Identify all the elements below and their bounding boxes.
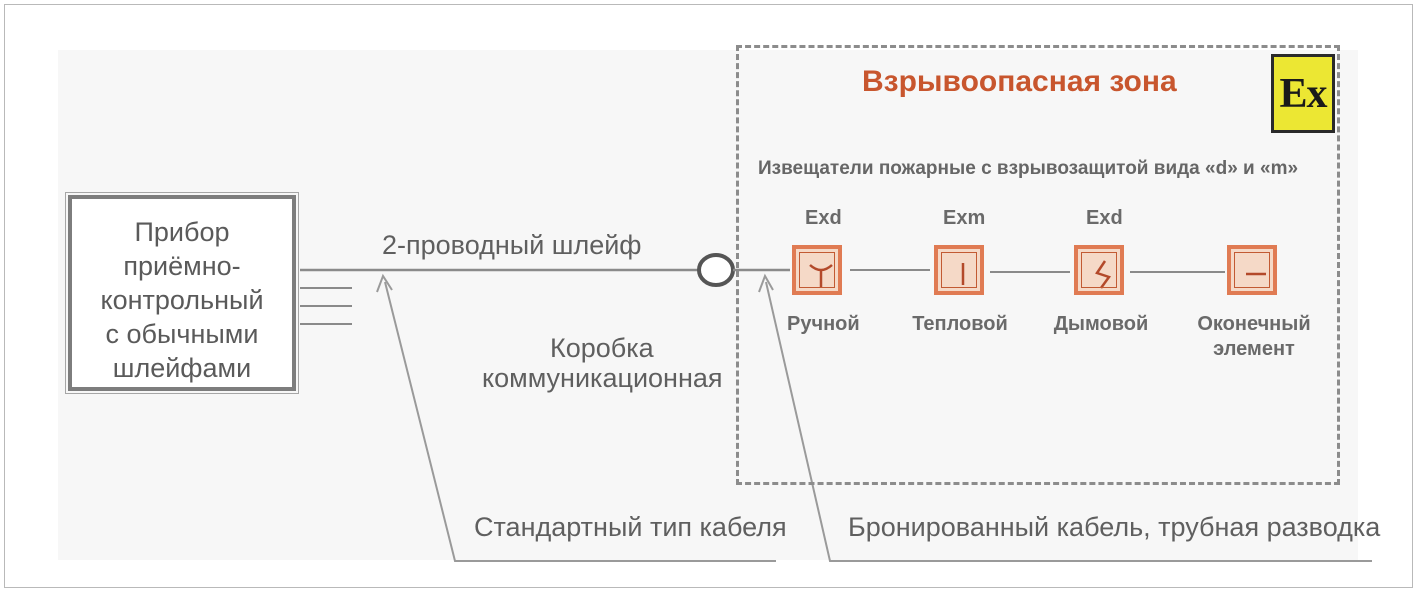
standard-cable-callout: [384, 281, 776, 562]
control-panel-box: Прибор приёмно- контрольный с обычными ш…: [65, 192, 299, 394]
junction-box-label-line1: Коробка: [550, 333, 654, 363]
control-panel-label: Прибор приёмно- контрольный с обычными ш…: [100, 217, 264, 383]
loop-label: 2-проводный шлейф: [382, 230, 642, 260]
ex-badge-icon: Ex: [1271, 54, 1335, 133]
detector-type-label: Exd: [805, 207, 842, 229]
detector-label: Оконечный: [1197, 313, 1311, 335]
smoke-symbol: [1095, 260, 1112, 289]
detector-type-label: Exm: [943, 207, 986, 229]
callout-arrow-icon: [376, 273, 393, 293]
end-of-line-element-icon: [1227, 245, 1277, 295]
armored-cable-callout: [765, 281, 1372, 562]
detectors-subtitle: Извещатели пожарные с взрывозащитой вида…: [758, 158, 1299, 179]
detector-label-line2: элемент: [1213, 338, 1295, 360]
smoke-detector-icon: [1074, 245, 1124, 295]
end-element-symbol: [1246, 272, 1266, 276]
callout-arrow-icon: [758, 273, 774, 293]
junction-box-label-line2: коммуникационная: [482, 363, 723, 393]
manual-call-point-icon: [792, 245, 842, 295]
hazardous-zone-boundary: [736, 45, 1340, 485]
junction-box-icon: [697, 253, 735, 287]
detector-label: Тепловой: [912, 313, 1008, 335]
heat-symbol: [961, 263, 965, 285]
heat-detector-icon: [934, 245, 984, 295]
detector-label: Ручной: [787, 313, 860, 335]
detector-label: Дымовой: [1053, 313, 1149, 335]
armored-cable-label: Бронированный кабель, трубная разводка: [848, 512, 1381, 542]
standard-cable-label: Стандартный тип кабеля: [474, 512, 787, 542]
detector-type-label: Exd: [1086, 207, 1123, 229]
hazardous-zone-title: Взрывоопасная зона: [862, 65, 1177, 98]
manual-symbol: [809, 264, 833, 287]
